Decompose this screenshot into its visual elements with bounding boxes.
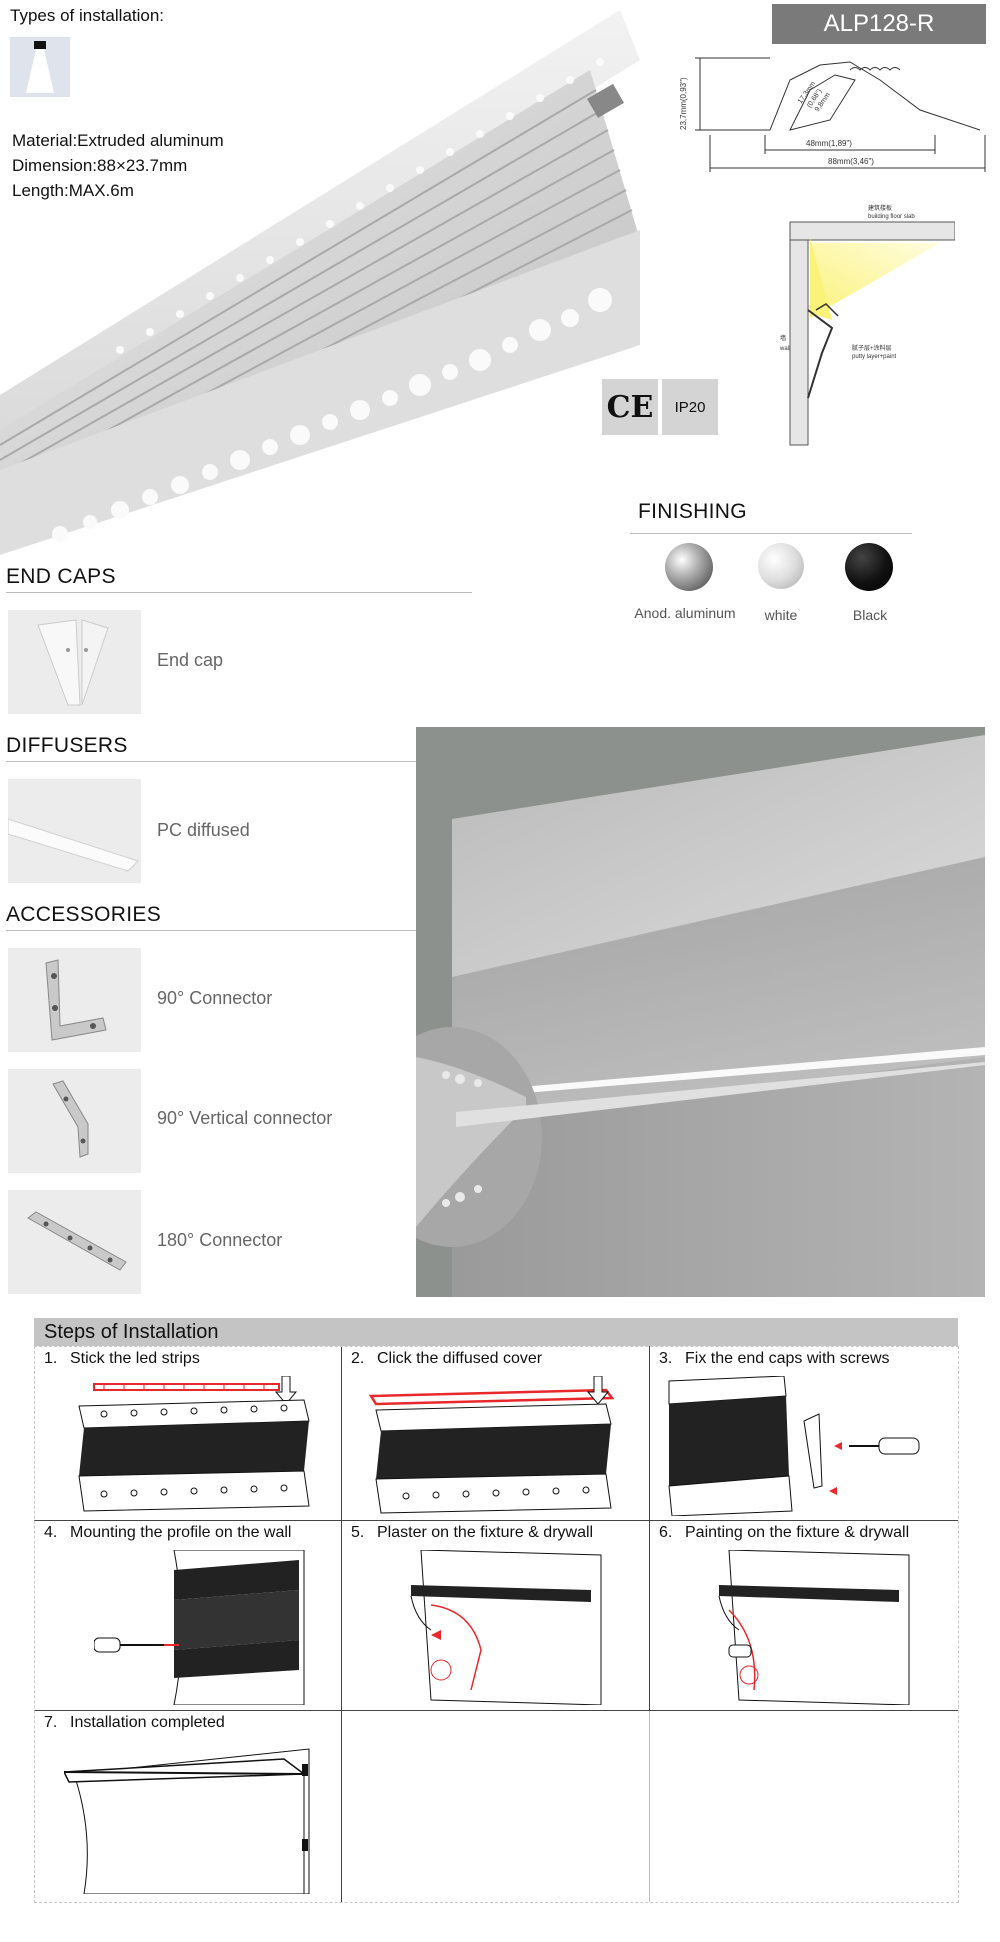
step-4-label: Mounting the profile on the wall — [70, 1524, 292, 1541]
step-2-illustration — [368, 1376, 615, 1514]
product-code: ALP128-R — [823, 10, 935, 37]
dimension-drawing: 23,7mm(0,93") 48mm(1,89") 88mm(3,46") 17… — [679, 50, 990, 180]
step-4-number: 4. — [44, 1524, 58, 1541]
end-caps-rule — [6, 592, 472, 593]
end-cap-image — [8, 610, 141, 714]
connector-180-label: 180° Connector — [157, 1230, 283, 1250]
grid-vline-1 — [341, 1346, 342, 1902]
step-5-label: Plaster on the fixture & drywall — [377, 1524, 594, 1541]
putty-label: putty layer+paint — [852, 354, 897, 360]
putty-label-cn: 腻子层+涂料层 — [852, 344, 892, 352]
connector-180-image — [8, 1190, 141, 1294]
wall-label-cn: 墙 — [780, 334, 786, 342]
step-3: 3. Fix the end caps with screws — [649, 1346, 958, 1520]
inner-width-dimension-text: 48mm(1,89") — [806, 139, 852, 148]
accessories-rule — [6, 930, 416, 931]
step-1-illustration — [78, 1376, 310, 1512]
step-2-label: Click the diffused cover — [377, 1350, 543, 1367]
grid-hline-1 — [34, 1520, 958, 1521]
height-dimension-text: 23,7mm(0,93") — [680, 77, 688, 130]
diffusers-rule — [6, 761, 446, 762]
step-6-label: Painting on the fixture & drywall — [685, 1524, 910, 1541]
ce-mark-icon: CE — [602, 379, 658, 435]
finish-label-black: Black — [852, 607, 888, 623]
diffuser-label: PC diffused — [157, 820, 250, 840]
grid-hline-2 — [34, 1710, 958, 1711]
step-6-number: 6. — [659, 1524, 673, 1541]
step-7-number: 7. — [44, 1714, 58, 1731]
profile-render-image — [0, 0, 650, 560]
grid-vline-2-dashed — [649, 1710, 650, 1902]
step-4-illustration — [94, 1550, 305, 1705]
step-5-number: 5. — [351, 1524, 365, 1541]
step-6-illustration — [718, 1550, 910, 1705]
step-3-number: 3. — [659, 1350, 673, 1367]
finishing-rule — [630, 533, 912, 534]
grid-outline — [34, 1346, 959, 1903]
step-5: 5. Plaster on the fixture & drywall — [341, 1520, 649, 1710]
ip20-badge: IP20 — [662, 379, 718, 435]
connector-90-vertical-label: 90° Vertical connector — [157, 1108, 333, 1128]
wall-label: wall — [780, 346, 790, 352]
wall-section-drawing: 建筑楼板 building floor slab 墙 wall 腻子层+涂料层 … — [779, 198, 956, 448]
step-3-label: Fix the end caps with screws — [685, 1350, 890, 1367]
finish-swatch-white — [758, 543, 804, 589]
spec-block: Material:Extruded aluminum Dimension:88×… — [12, 128, 224, 203]
spec-length: Length:MAX.6m — [12, 181, 134, 200]
steps-section: Steps of Installation 1. Stick the led st… — [34, 1318, 959, 1903]
step-7-label: Installation completed — [70, 1714, 225, 1731]
step-1-number: 1. — [44, 1350, 58, 1367]
steps-header: Steps of Installation — [34, 1318, 958, 1346]
step-3-illustration — [668, 1376, 920, 1516]
ceiling-label-cn: 建筑楼板 — [868, 204, 892, 212]
connector-90-label: 90° Connector — [157, 988, 273, 1008]
step-4: 4. Mounting the profile on the wall — [34, 1520, 341, 1710]
finish-label-white: white — [764, 607, 798, 623]
finish-swatch-anodized — [665, 543, 713, 591]
accessories-title: ACCESSORIES — [6, 903, 162, 926]
connector-90-vertical-image — [8, 1069, 141, 1173]
step-1: 1. Stick the led strips — [34, 1346, 341, 1520]
installation-types-label: Types of installation: — [10, 6, 165, 25]
end-caps-title: END CAPS — [6, 565, 116, 588]
finish-label-anodized: Anod. aluminum — [634, 605, 736, 621]
step-2-number: 2. — [351, 1350, 365, 1367]
spec-material: Material:Extruded aluminum — [12, 131, 224, 150]
step-7-illustration — [64, 1748, 310, 1894]
diffusers-title: DIFFUSERS — [6, 734, 128, 757]
ceiling-label: building floor slab — [868, 214, 915, 220]
finishing-title: FINISHING — [638, 500, 747, 523]
step-7: 7. Installation completed — [34, 1710, 341, 1902]
step-2: 2. Click the diffused cover — [341, 1346, 649, 1520]
connector-90-image — [8, 948, 141, 1052]
total-width-dimension-text: 88mm(3,46") — [828, 157, 874, 166]
diffuser-image — [8, 779, 141, 883]
recessed-install-icon — [10, 37, 70, 97]
product-code-badge: ALP128-R — [772, 4, 986, 44]
spec-dimension: Dimension:88×23.7mm — [12, 156, 188, 175]
end-cap-label: End cap — [157, 650, 224, 670]
step-6: 6. Painting on the fixture & drywall — [649, 1520, 958, 1710]
step-1-label: Stick the led strips — [70, 1350, 200, 1367]
finish-swatch-black — [845, 543, 893, 591]
application-render-image — [362, 727, 985, 1297]
grid-vline-2 — [649, 1346, 650, 1710]
step-5-illustration — [410, 1550, 602, 1705]
